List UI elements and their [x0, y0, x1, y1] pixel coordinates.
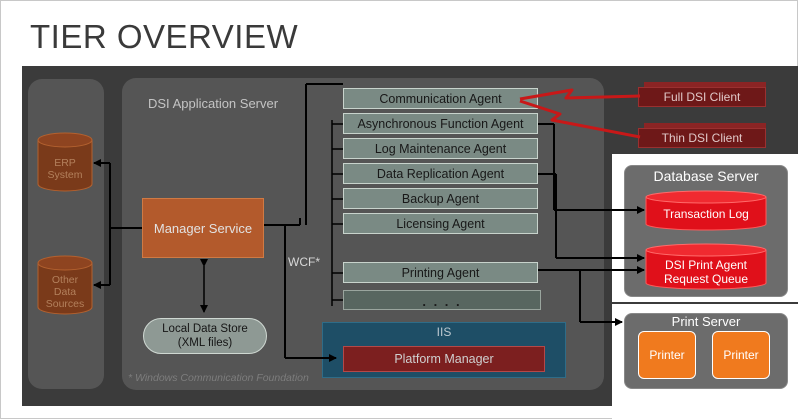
print-server-title: Print Server	[671, 314, 741, 329]
slide-title: TIER OVERVIEW	[30, 18, 299, 55]
local-data-store: Local Data Store (XML files)	[143, 318, 267, 354]
transaction-log-label: Transaction Log	[663, 207, 749, 221]
agent-licensing: Licensing Agent	[343, 213, 538, 234]
wcf-footnote: * Windows Communication Foundation	[128, 372, 309, 384]
agent-more-placeholder: . . . .	[343, 290, 541, 310]
erp-line1: ERP	[54, 157, 76, 169]
lightning-to-thin-client	[519, 99, 641, 139]
thin-client-shadow	[644, 123, 766, 129]
manager-service-box: Manager Service	[142, 198, 264, 258]
full-client-shadow	[644, 82, 766, 88]
printer-box-1: Printer	[638, 331, 696, 379]
erp-system-label: ERP System	[38, 152, 92, 186]
agent-asynchronous-function: Asynchronous Function Agent	[343, 113, 538, 134]
agent-communication: Communication Agent	[343, 88, 538, 109]
platform-manager-box: Platform Manager	[343, 346, 545, 372]
agent-printing: Printing Agent	[343, 262, 538, 283]
transaction-log-cylinder	[645, 190, 767, 231]
thin-dsi-client-box: Thin DSI Client	[638, 128, 766, 148]
other-line3: Sources	[45, 298, 85, 310]
other-line1: Other	[51, 274, 79, 286]
print-queue-line2: Request Queue	[663, 272, 749, 286]
lightning-to-full-client	[519, 88, 641, 101]
print-queue-label: DSI Print Agent Request Queue	[646, 258, 766, 286]
iis-label: IIS	[436, 325, 452, 339]
full-dsi-client-box: Full DSI Client	[638, 87, 766, 107]
local-store-line1: Local Data Store	[162, 323, 248, 335]
local-store-line2: (XML files)	[177, 337, 233, 349]
other-line2: Data	[53, 286, 77, 298]
wcf-label: WCF*	[288, 255, 320, 269]
agent-data-replication: Data Replication Agent	[343, 163, 538, 184]
agent-backup: Backup Agent	[343, 188, 538, 209]
other-data-sources-cylinder	[37, 255, 93, 315]
other-sources-label: Other Data Sources	[38, 272, 92, 312]
app-server-label: DSI Application Server	[148, 96, 279, 111]
database-server-title: Database Server	[653, 168, 759, 184]
print-queue-line1: DSI Print Agent	[664, 258, 748, 272]
data-sources-column	[28, 79, 104, 389]
agent-log-maintenance: Log Maintenance Agent	[343, 138, 538, 159]
erp-system-cylinder	[37, 132, 93, 192]
printer-box-2: Printer	[712, 331, 770, 379]
print-request-queue-cylinder	[645, 243, 767, 290]
erp-line2: System	[47, 169, 83, 181]
